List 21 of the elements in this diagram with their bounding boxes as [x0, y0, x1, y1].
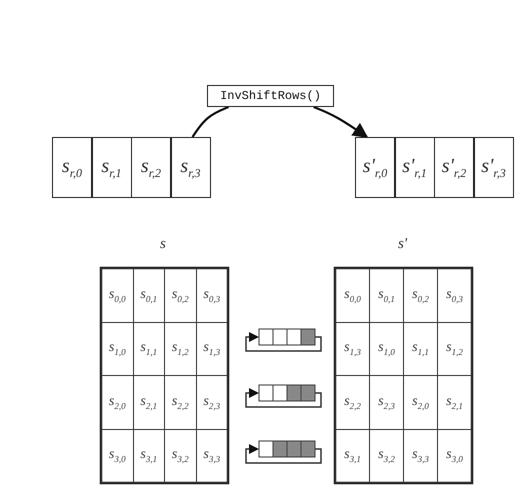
state-matrix-cell: s$_{3,0}$ — [437, 428, 472, 483]
state-byte-cell: s'$_{r,2}$ — [434, 137, 474, 198]
state-byte-cell: s'$_{r,1}$ — [394, 137, 434, 198]
state-byte-cell: s'$_{r,3}$ — [474, 137, 514, 198]
connector-line — [192, 106, 229, 138]
state-matrix-cell: s$_{0,0}$ — [101, 268, 134, 322]
arrow — [313, 106, 368, 138]
state-byte-cell: s$_{r,2}$ — [131, 137, 171, 198]
function-box: InvShiftRows() — [207, 85, 334, 107]
state-byte-cell: s$_{r,3}$ — [170, 137, 210, 198]
state-byte-cell: s$_{r,0}$ — [52, 137, 92, 198]
state-byte-cell: s$_{r,1}$ — [92, 137, 132, 198]
state-matrix-cell: s$_{0,0}$ — [335, 268, 370, 322]
matrix-title: s — [160, 236, 166, 253]
state-matrix-cell: s$_{3,3}$ — [196, 428, 228, 483]
state-matrix-cell: s$_{0,3}$ — [196, 268, 228, 322]
state-matrix-cell: s$_{0,3}$ — [437, 268, 472, 322]
state-matrix-cell: s$_{3,0}$ — [101, 428, 134, 483]
state-matrix-cell: s$_{3,1}$ — [335, 428, 370, 483]
state-byte-cell: s'$_{r,0}$ — [355, 137, 395, 198]
matrix-title: s' — [398, 236, 408, 253]
